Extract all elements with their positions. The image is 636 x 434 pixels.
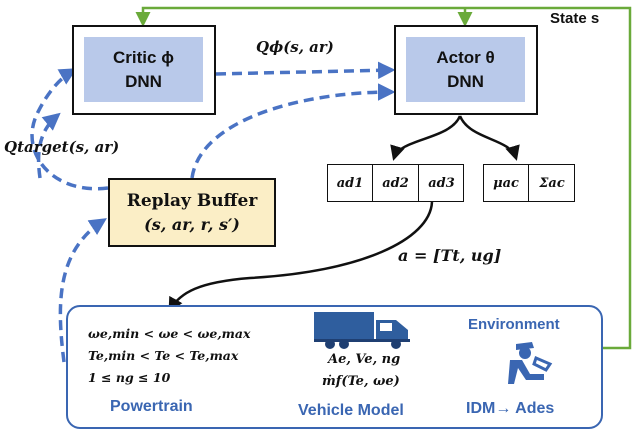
idm-label: IDM→ Ades bbox=[466, 400, 555, 417]
actor-to-discrete-arrow bbox=[390, 115, 462, 161]
replay-buffer-tuple: (s, ar, r, s′) bbox=[144, 215, 240, 234]
discrete-action-group: ad1 ad2 ad3 bbox=[327, 164, 464, 202]
q-phi-arrow bbox=[215, 61, 396, 80]
actor-to-continuous-arrow bbox=[458, 115, 520, 161]
action-cell: μac bbox=[484, 165, 529, 201]
action-to-env-arrow bbox=[168, 201, 434, 313]
critic-box: Critic ϕ DNN bbox=[72, 25, 216, 115]
critic-input-arrow bbox=[36, 112, 61, 179]
critic-subtitle: DNN bbox=[125, 71, 162, 91]
replay-to-actor-arrow bbox=[190, 83, 396, 179]
action-cell: ad2 bbox=[373, 165, 419, 201]
vehicle-model-label: Vehicle Model bbox=[298, 402, 404, 419]
q-phi-label: Qϕ(s, ar) bbox=[256, 38, 334, 56]
action-cell: Σac bbox=[539, 175, 565, 191]
driver-icon bbox=[508, 342, 553, 384]
state-label: State s bbox=[550, 10, 600, 27]
critic-dnn: Critic ϕ DNN bbox=[84, 37, 203, 102]
actor-box: Actor θ DNN bbox=[394, 25, 538, 115]
state-feedback-line bbox=[135, 6, 632, 350]
actor-subtitle: DNN bbox=[447, 71, 484, 91]
constraint-torque: Te,min < Te < Te,max bbox=[88, 348, 239, 363]
truck-icon bbox=[314, 312, 410, 349]
actor-dnn: Actor θ DNN bbox=[406, 37, 525, 102]
vehicle-states: Ae, Ve, ng bbox=[328, 352, 401, 367]
constraint-gear: 1 ≤ ng ≤ 10 bbox=[88, 370, 171, 385]
powertrain-label: Powertrain bbox=[110, 398, 193, 415]
replay-buffer-title: Replay Buffer bbox=[126, 191, 258, 211]
constraint-omega: ωe,min < ωe < ωe,max bbox=[88, 326, 251, 341]
env-to-replay-arrow bbox=[58, 218, 107, 363]
environment-title: Environment bbox=[468, 316, 560, 333]
action-equation: a = [Tt, ug] bbox=[398, 246, 502, 265]
q-target-label: Qtarget(s, ar) bbox=[4, 138, 120, 156]
actor-title: Actor θ bbox=[436, 47, 495, 67]
action-cell: ad3 bbox=[428, 175, 455, 191]
action-cell: ad1 bbox=[328, 165, 373, 201]
fuel-rate: ṁf(Te, ωe) bbox=[322, 374, 400, 389]
critic-title: Critic ϕ bbox=[113, 47, 174, 67]
q-target-arrow bbox=[30, 68, 109, 191]
continuous-action-group: μac Σac bbox=[483, 164, 575, 202]
replay-buffer-box: Replay Buffer (s, ar, r, s′) bbox=[108, 178, 276, 247]
